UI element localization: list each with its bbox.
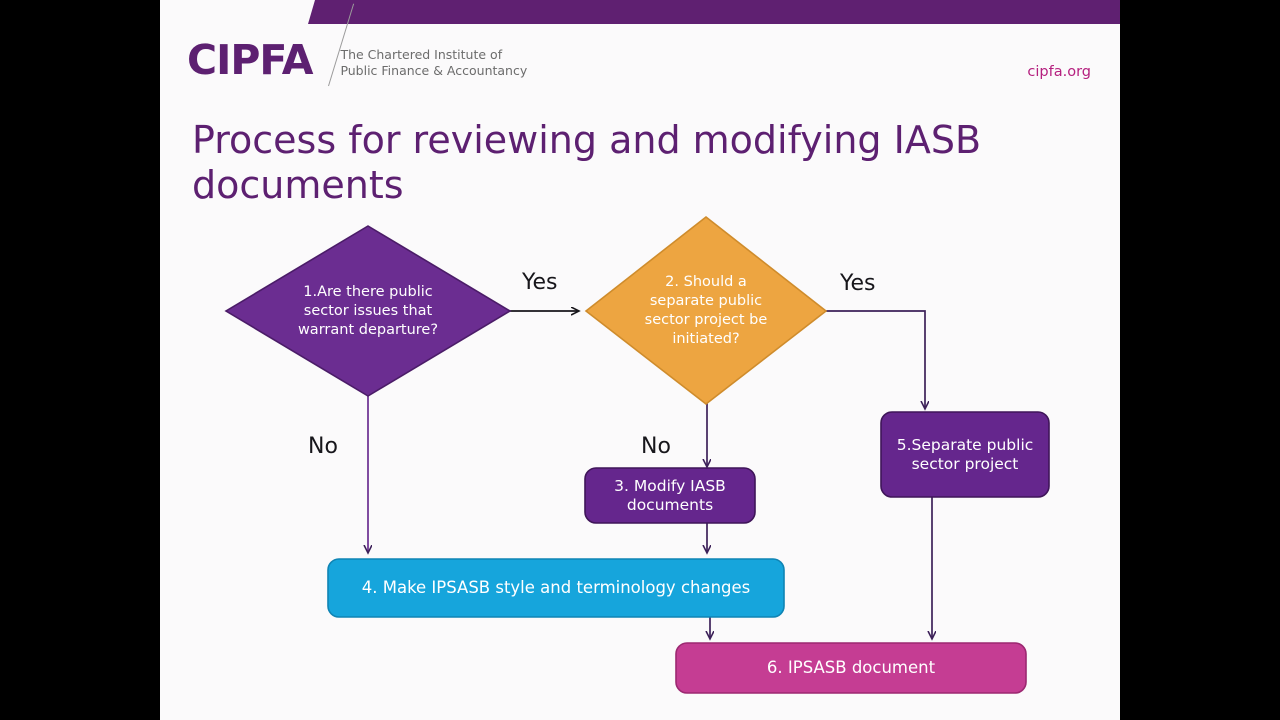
edge-label-no-1: No — [308, 434, 338, 459]
node-4-make-ipsasb-style-changes[interactable] — [327, 558, 785, 618]
edge-n2-to-n5 — [824, 310, 925, 408]
logo-tagline-line1: The Chartered Institute of — [340, 47, 503, 62]
process-flow-diagram: 1.Are there public sector issues that wa… — [160, 0, 1120, 720]
letterbox-right — [1120, 0, 1280, 720]
cipfa-logo: CIPFA The Chartered Institute of Public … — [187, 38, 527, 86]
edge-label-yes-1: Yes — [522, 270, 558, 295]
edge-label-no-2: No — [641, 434, 671, 459]
slide-canvas: CIPFA The Chartered Institute of Public … — [160, 0, 1120, 720]
site-url-link[interactable]: cipfa.org — [1027, 64, 1091, 80]
edge-label-yes-2: Yes — [840, 271, 876, 296]
letterbox-left — [0, 0, 160, 720]
node-6-ipsasb-document[interactable] — [675, 642, 1027, 694]
node-5-separate-public-sector-project[interactable] — [880, 411, 1050, 498]
logo-tagline-line2: Public Finance & Accountancy — [340, 63, 528, 78]
node-1-decision-public-sector-issues[interactable] — [224, 225, 512, 397]
logo-wordmark: CIPFA — [187, 36, 313, 84]
node-3-modify-iasb-documents[interactable] — [584, 467, 756, 524]
slide-title: Process for reviewing and modifying IASB… — [192, 118, 982, 207]
logo-tagline: The Chartered Institute of Public Financ… — [340, 47, 527, 79]
node-2-decision-separate-project[interactable] — [584, 215, 828, 406]
header-band — [308, 0, 1120, 24]
